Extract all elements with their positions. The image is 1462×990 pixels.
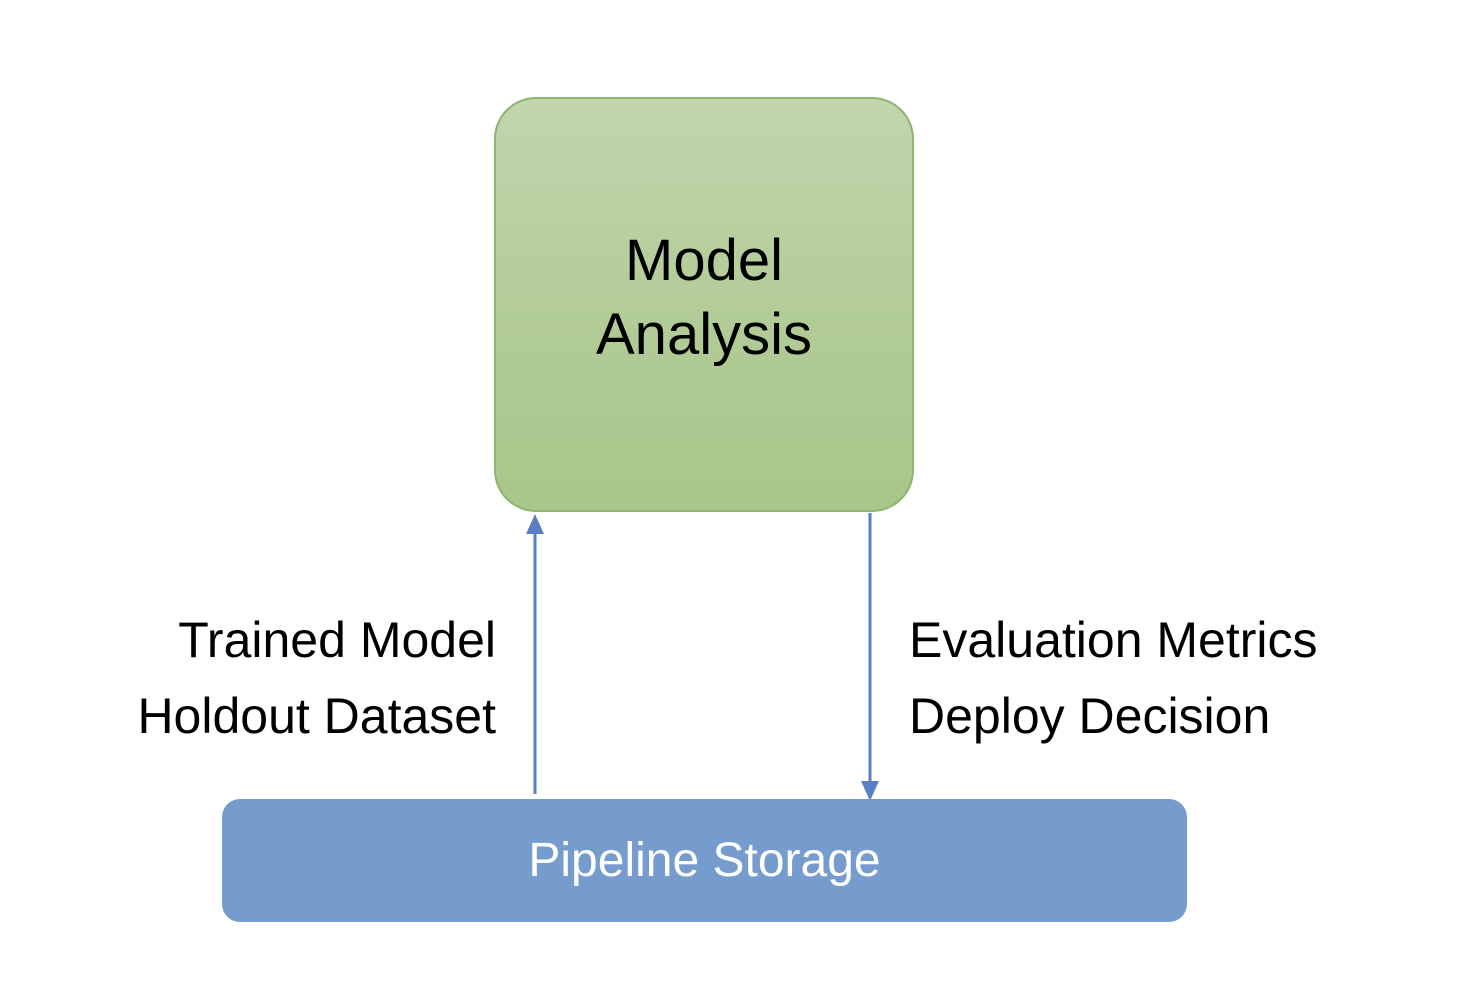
pipeline-storage-box: Pipeline Storage xyxy=(222,799,1187,922)
model-analysis-box: Model Analysis xyxy=(494,97,914,512)
input-label-trained-model: Trained Model xyxy=(178,612,496,668)
model-analysis-title-line-1: Model xyxy=(625,227,783,293)
output-label-deploy-decision: Deploy Decision xyxy=(909,688,1271,744)
input-labels: Trained Model Holdout Dataset xyxy=(137,602,496,754)
model-analysis-title-line-2: Analysis xyxy=(596,301,812,367)
output-label-evaluation-metrics: Evaluation Metrics xyxy=(909,612,1318,668)
pipeline-storage-label: Pipeline Storage xyxy=(528,834,881,887)
input-label-holdout-dataset: Holdout Dataset xyxy=(137,688,496,744)
output-labels: Evaluation Metrics Deploy Decision xyxy=(909,602,1318,754)
output-arrowhead xyxy=(861,781,879,801)
input-arrowhead xyxy=(526,514,544,534)
